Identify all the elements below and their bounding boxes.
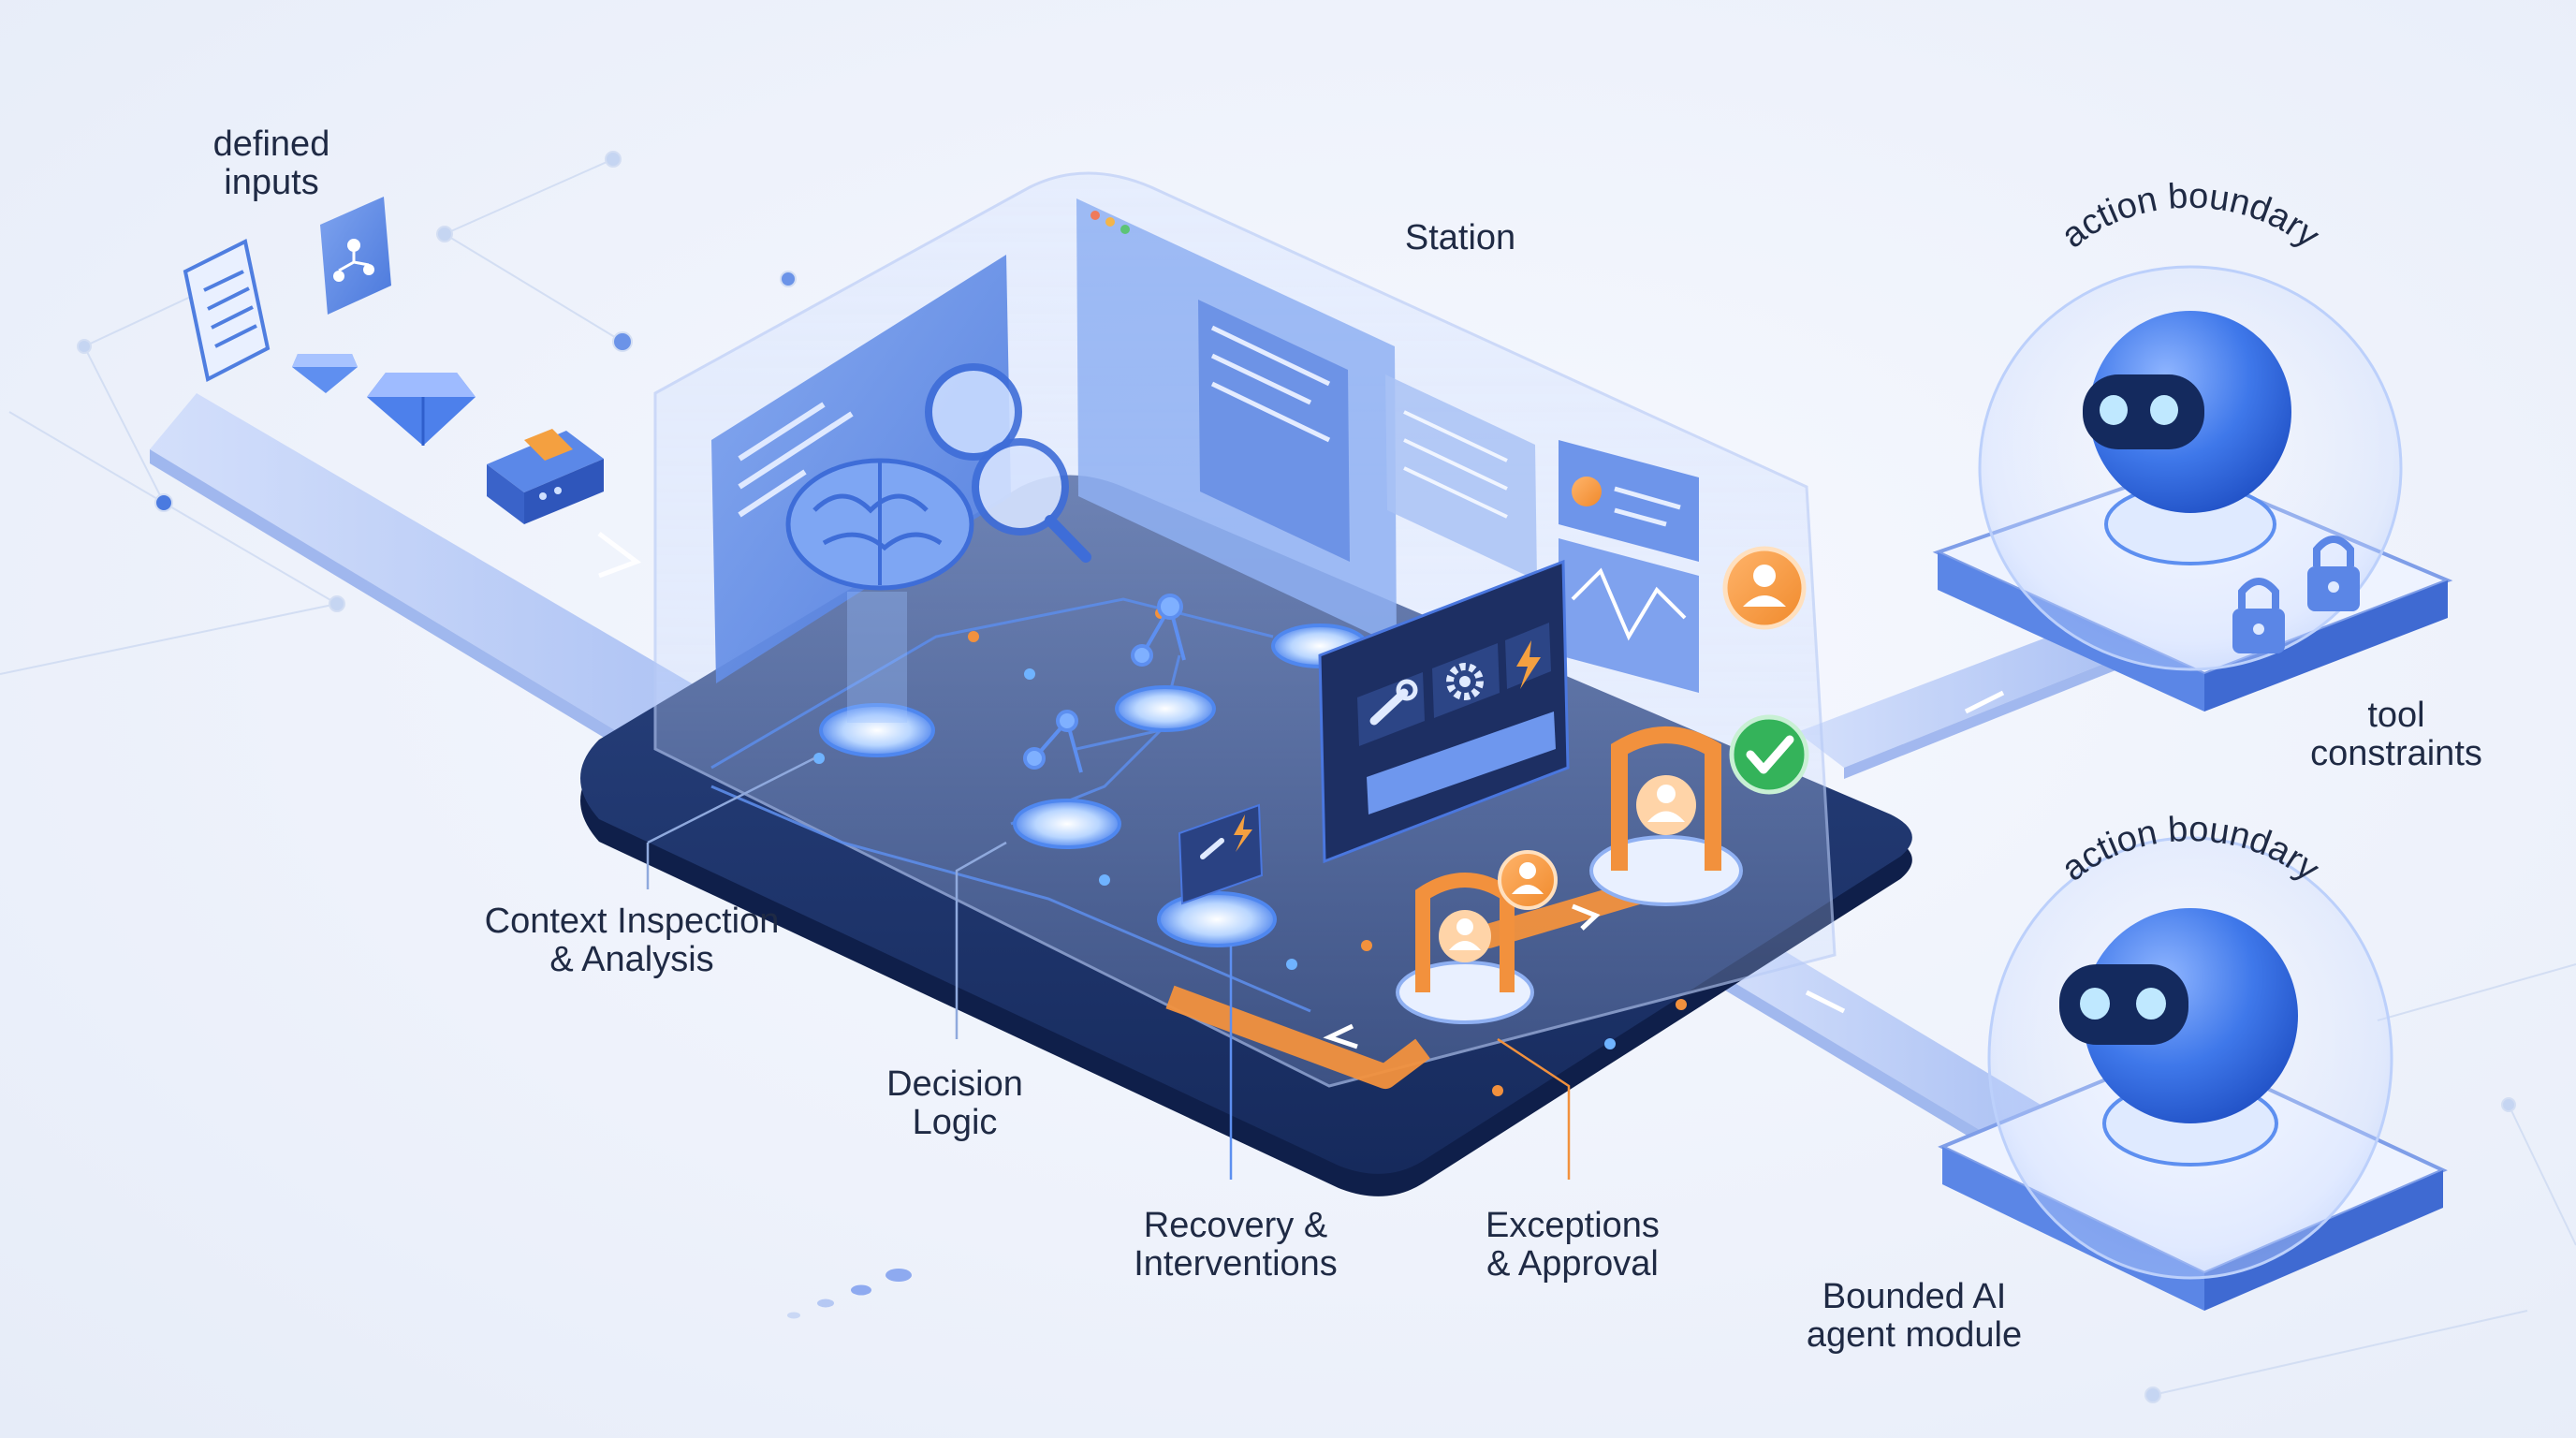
robot-icon (2083, 311, 2291, 513)
person-icon (1722, 546, 1807, 630)
center-browser-screen (1076, 198, 1397, 646)
recovery-interventions-label: Recovery & Interventions (1134, 1206, 1338, 1284)
defined-inputs-label: defined inputs (212, 125, 330, 202)
process-node (1157, 891, 1277, 947)
document-icon (183, 239, 271, 382)
gear-icon (1446, 663, 1484, 700)
output-conveyor-lower (1704, 936, 2041, 1146)
robot-icon (2059, 908, 2298, 1123)
decision-logic-label: Decision Logic (886, 1064, 1023, 1142)
magnifier-icon (925, 363, 1091, 563)
checkmark-icon (1729, 714, 1809, 795)
callout-lines (646, 756, 1571, 1180)
wrench-icon (1369, 679, 1418, 726)
gem-icon (292, 354, 358, 393)
context-inspection-label: Context Inspection & Analysis (484, 902, 780, 979)
lightning-icon (1516, 640, 1541, 689)
process-node (1013, 799, 1121, 849)
gem-icon (367, 373, 476, 446)
right-list-screen (1385, 374, 1537, 580)
chart-card-screen (1559, 538, 1699, 693)
process-node (1115, 685, 1216, 732)
lock-icon (2307, 536, 2360, 611)
small-tool-panel (1178, 803, 1264, 905)
exceptions-approval-label: Exceptions & Approval (1486, 1206, 1660, 1284)
station-label: Station (1404, 218, 1516, 257)
circuit-lights-blue (813, 668, 1616, 1049)
action-boundary-label-upper: action boundary (2055, 177, 2327, 257)
approval-gate (1589, 726, 1743, 906)
scatter-dots (787, 1269, 912, 1319)
graph-connectors (1023, 594, 1186, 773)
bounded-agent-module-label: Bounded AI agent module (1806, 1277, 2023, 1355)
person-card-screen (1559, 440, 1699, 562)
tool-constraints-label: tool constraints (2310, 696, 2482, 773)
input-conveyor (150, 393, 739, 791)
process-node (819, 592, 935, 757)
output-conveyor-upper (1797, 627, 2125, 779)
tool-control-panel (1318, 559, 1570, 864)
brain-icon (785, 458, 974, 591)
person-icon (1498, 850, 1558, 910)
input-box-icon (487, 429, 604, 524)
lock-icon (2232, 578, 2285, 653)
flowchart-card-icon (320, 197, 391, 315)
background-network (0, 151, 2576, 1403)
